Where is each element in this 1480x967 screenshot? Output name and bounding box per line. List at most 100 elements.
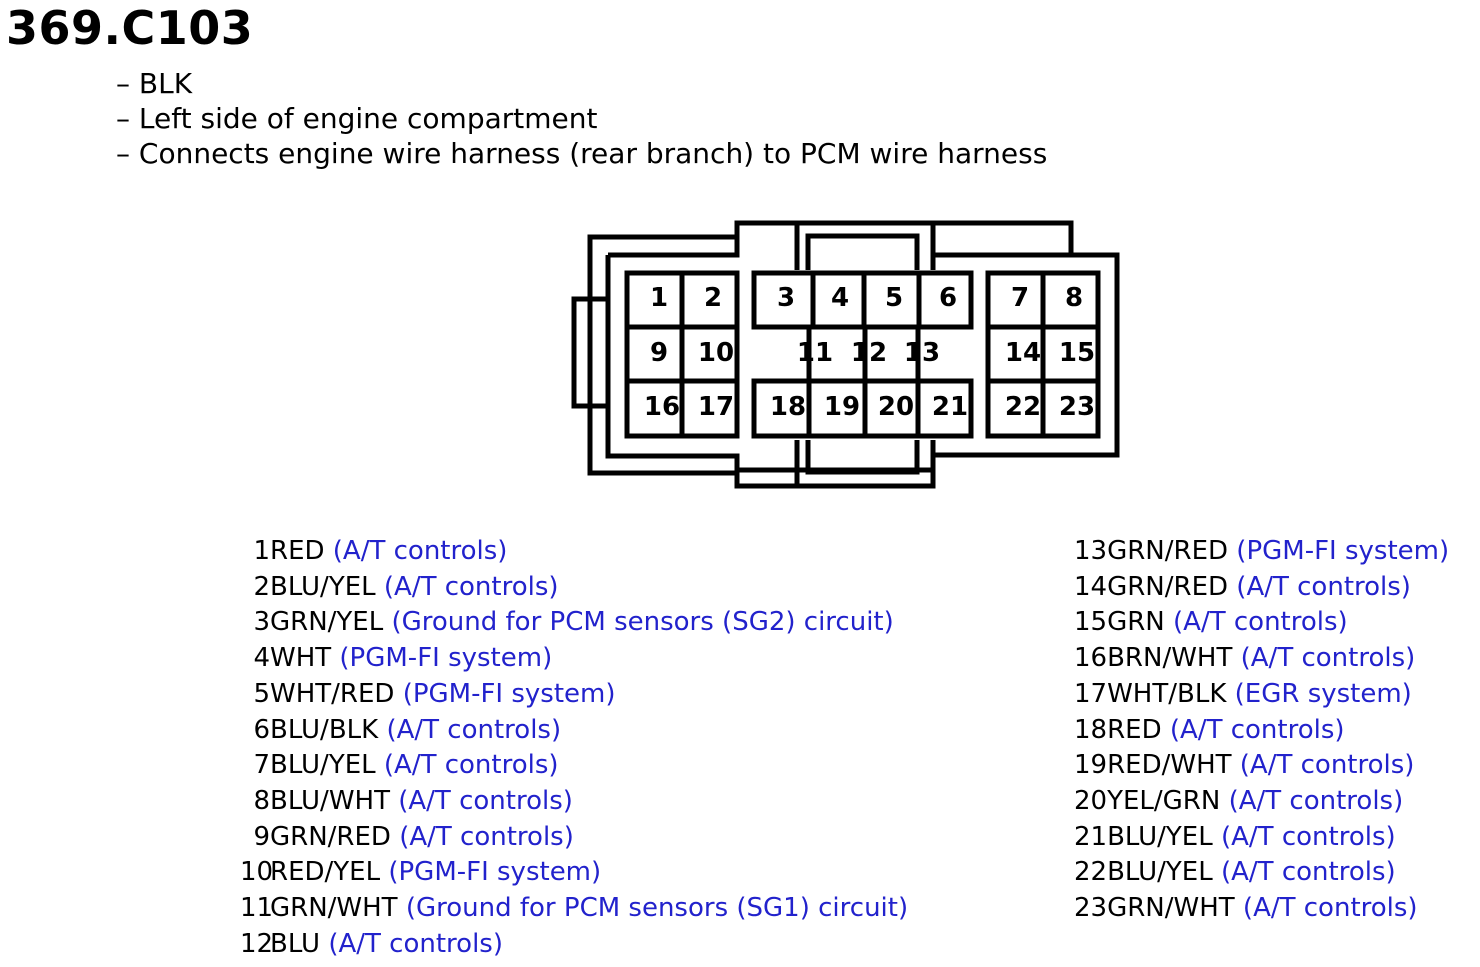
wire-color: RED/YEL [270,857,389,888]
pin-row: 18RED (A/T controls) [1074,713,1449,749]
pin-row: 8BLU/WHT (A/T controls) [240,784,908,820]
pin-row: 2BLU/YEL (A/T controls) [240,570,908,606]
housing-inner-top [608,223,740,258]
pin-function: (A/T controls) [1240,643,1416,674]
wire-color: GRN/WHT [1107,893,1243,924]
pin-number: 21 [1074,821,1108,852]
connector-pin-23: 23 [1059,392,1095,422]
connector-pin-4: 4 [831,283,849,313]
pin-function: (EGR system) [1234,678,1412,709]
connector-pin-15: 15 [1059,338,1095,368]
connector-connects: – Connects engine wire harness (rear bra… [116,137,1048,170]
pin-row: 10RED/YEL (PGM-FI system) [240,855,908,891]
pin-number: 4 [253,643,270,674]
pin-row: 20YEL/GRN (A/T controls) [1074,784,1449,820]
wire-color: BLU/YEL [1107,821,1221,852]
wire-color: BLU/BLK [270,714,387,745]
wire-color: WHT/BLK [1107,678,1235,709]
connector-pin-5: 5 [885,283,903,313]
pin-row: 19RED/WHT (A/T controls) [1074,748,1449,784]
pin-row: 17WHT/BLK (EGR system) [1074,677,1449,713]
pin-row: 13GRN/RED (PGM-FI system) [1074,534,1449,570]
pin-function: (PGM-FI system) [339,643,553,674]
pin-row: 6BLU/BLK (A/T controls) [240,713,908,749]
connector-pin-18: 18 [770,392,806,422]
pin-function: (A/T controls) [1173,607,1348,638]
pin-number: 5 [253,678,270,709]
connector-pin-16: 16 [644,392,680,422]
pin-function: (A/T controls) [1236,571,1411,602]
pin-row: 9GRN/RED (A/T controls) [240,820,908,856]
pin-function: (PGM-FI system) [388,857,602,888]
pin-number: 9 [253,821,270,852]
pin-row: 22BLU/YEL (A/T controls) [1074,855,1449,891]
pin-number: 8 [253,785,270,816]
pin-row: 1RED (A/T controls) [240,534,908,570]
pin-function: (A/T controls) [383,750,559,781]
pin-function: (PGM-FI system) [402,678,616,709]
connector-pin-3: 3 [777,283,795,313]
connector-pin-13: 13 [904,338,940,368]
wire-color: BLU [270,928,329,959]
connector-pin-8: 8 [1065,283,1083,313]
pin-row: 14GRN/RED (A/T controls) [1074,570,1449,606]
top-latch [794,223,936,270]
bottom-latch [794,440,936,486]
connector-pin-14: 14 [1005,338,1041,368]
wire-color: GRN/RED [1107,571,1237,602]
connector-pin-12: 12 [851,338,887,368]
connector-pin-11: 11 [797,338,833,368]
connector-pin-9: 9 [650,338,668,368]
pin-number: 14 [1074,571,1108,602]
wire-color: WHT/RED [270,678,403,709]
wire-color: GRN/WHT [270,893,406,924]
pin-number: 18 [1074,714,1108,745]
pin-function: (A/T controls) [332,536,508,566]
pin-function: (A/T controls) [1220,821,1396,852]
pin-number: 3 [253,607,270,638]
pin-row: 4WHT (PGM-FI system) [240,641,908,677]
wire-color: RED/WHT [1107,750,1240,781]
pin-number: 20 [1074,785,1108,816]
wire-color: WHT [270,643,340,674]
connector-pin-6: 6 [939,283,957,313]
pin-row: 23GRN/WHT (A/T controls) [1074,891,1449,927]
pin-number: 22 [1074,857,1108,888]
pin-function: (A/T controls) [386,714,562,745]
pin-number: 12 [240,928,274,959]
pin-number: 1 [253,536,270,566]
pin-number: 17 [1074,678,1108,709]
pin-number: 13 [1074,536,1108,566]
connector-location: – Left side of engine compartment [116,102,598,135]
connector-pin-20: 20 [878,392,914,422]
connector-pin-17: 17 [698,392,734,422]
pin-number: 2 [253,571,270,602]
wire-color: GRN/RED [1107,536,1237,566]
pin-function: (PGM-FI system) [1236,536,1450,566]
wire-color: GRN/RED [270,821,400,852]
wire-color: GRN [1107,607,1174,638]
pin-row: 12BLU (A/T controls) [240,927,908,963]
pin-list-left: 1RED (A/T controls)2BLU/YEL (A/T control… [240,534,908,962]
pin-function: (A/T controls) [398,785,573,816]
pin-number: 11 [240,893,274,924]
connector-pin-2: 2 [704,283,722,313]
pin-number: 19 [1074,750,1108,781]
wire-color: BRN/WHT [1107,643,1241,674]
pin-function: (A/T controls) [1228,785,1404,816]
pin-list-right: 13GRN/RED (PGM-FI system)14GRN/RED (A/T … [1074,534,1449,927]
pin-number: 6 [253,714,270,745]
pin-number: 15 [1074,607,1108,638]
pin-row: 7BLU/YEL (A/T controls) [240,748,908,784]
pin-function: (A/T controls) [383,571,559,602]
wire-color: BLU/YEL [270,571,384,602]
wire-color: RED [270,536,333,566]
connector-pin-1: 1 [650,283,668,313]
connector-info-list: – BLK – Left side of engine compartment … [116,66,1047,171]
pin-function: (Ground for PCM sensors (SG1) circuit) [405,893,909,924]
pin-function: (A/T controls) [1239,750,1415,781]
pin-function: (Ground for PCM sensors (SG2) circuit) [391,607,894,638]
pin-row: 3GRN/YEL (Ground for PCM sensors (SG2) c… [240,605,908,641]
connector-pin-19: 19 [824,392,860,422]
